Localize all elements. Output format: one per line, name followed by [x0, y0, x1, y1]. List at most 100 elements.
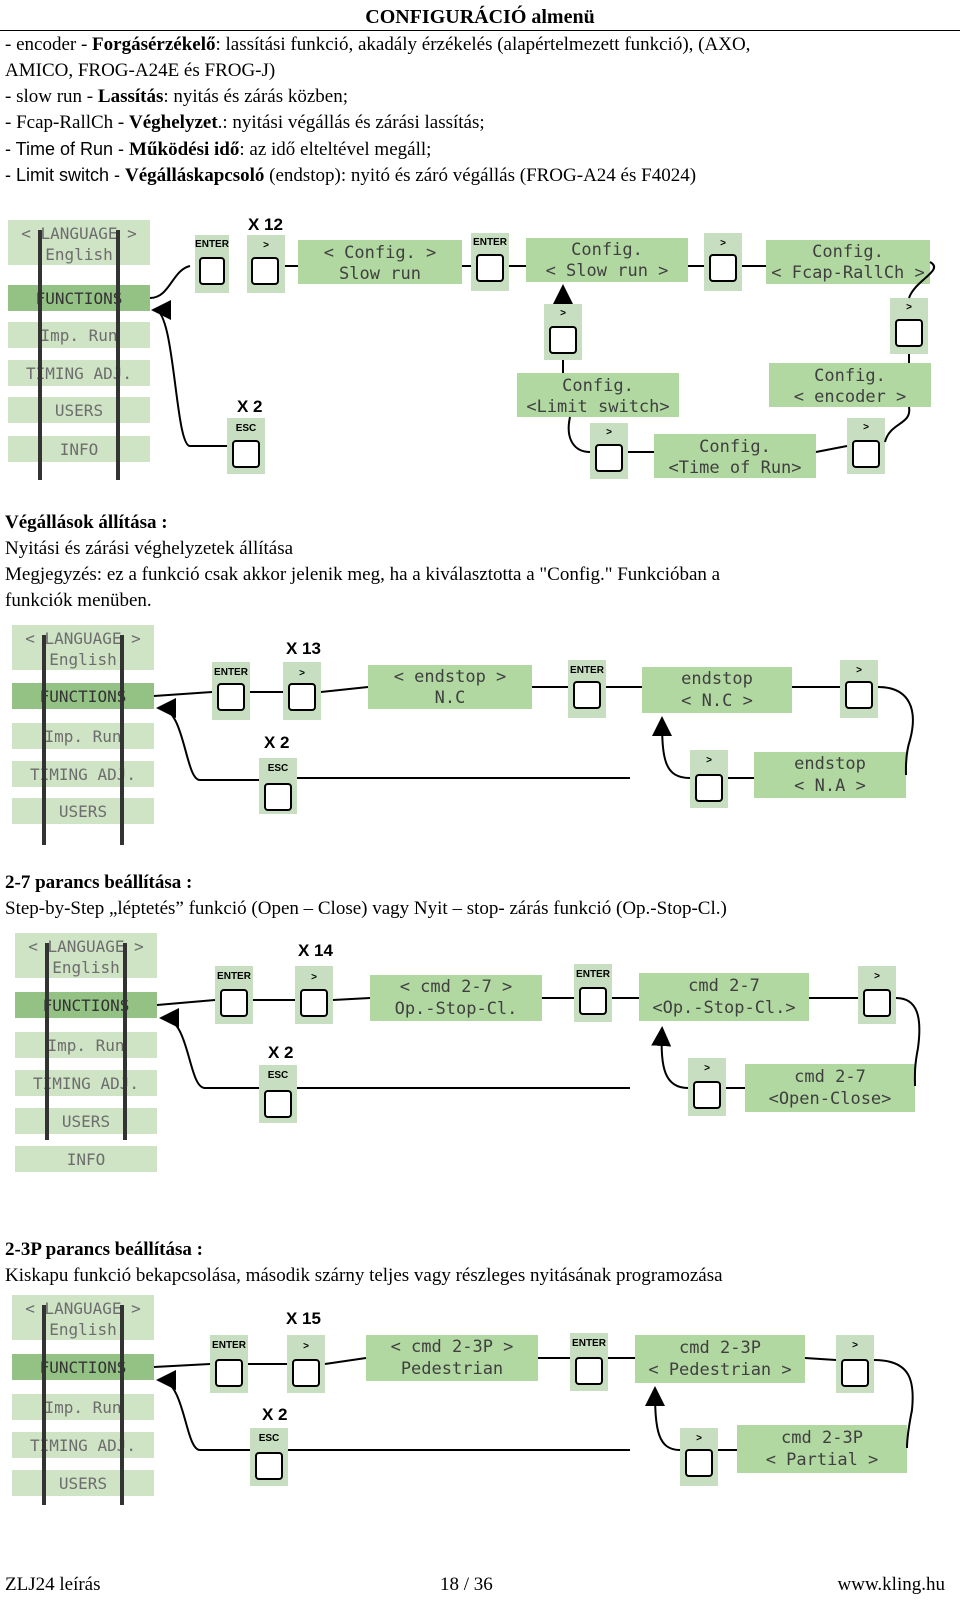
section-endstop-line3: funkciók menüben. [5, 590, 152, 611]
enter-key-2[interactable]: ENTER [574, 964, 612, 1022]
svg-text:< encoder >: < encoder > [794, 387, 907, 407]
svg-text:>: > [704, 1063, 710, 1074]
display-config-slow-run [298, 240, 462, 284]
svg-text:endstop: endstop [681, 669, 753, 689]
menu-timing[interactable]: TIMING ADJ. [26, 364, 132, 383]
menu-imp-run[interactable]: Imp. Run [44, 1398, 121, 1417]
section-cmd23p-title: 2-3P parancs beállítása : [5, 1239, 203, 1260]
next-key-2[interactable]: > [858, 966, 896, 1024]
svg-text:>: > [303, 1341, 309, 1352]
menu-imp-run[interactable]: Imp. Run [44, 727, 121, 746]
next-key-4[interactable]: > [847, 418, 885, 474]
config-menu-diagram: < LANGUAGE > English FUNCTIONS Imp. Run … [8, 215, 936, 480]
next-key-3[interactable]: > [680, 1428, 718, 1486]
svg-text:Config.: Config. [814, 366, 886, 386]
intro-line-encoder: - encoder - Forgásérzékelő: lassítási fu… [5, 34, 751, 55]
esc-key[interactable]: ESC [250, 1428, 288, 1486]
svg-text:cmd 2-3P: cmd 2-3P [679, 1338, 761, 1358]
enter-key[interactable]: ENTER [195, 235, 230, 293]
intro-line-limitswitch: - Limit switch - Végálláskapcsoló (endst… [5, 165, 697, 186]
enter-key[interactable]: ENTER [210, 1335, 248, 1393]
svg-text:Slow run: Slow run [339, 264, 421, 284]
footer-website: www.kling.hu [837, 1574, 946, 1595]
page-title: CONFIGURÁCIÓ almenü [0, 0, 960, 31]
svg-text:< Config. >: < Config. > [324, 243, 437, 263]
menu-users[interactable]: USERS [62, 1112, 110, 1131]
next-key[interactable]: > [287, 1335, 325, 1393]
endstop-diagram: < LANGUAGE > English FUNCTIONS Imp. Run … [12, 625, 914, 845]
menu-english: English [49, 650, 116, 669]
menu-users[interactable]: USERS [59, 802, 107, 821]
svg-text:< N.A >: < N.A > [794, 776, 866, 796]
next-key-2[interactable]: > [836, 1335, 874, 1393]
svg-text:>: > [863, 422, 869, 433]
repeat-count-next: X 12 [248, 215, 283, 234]
svg-text:<Op.-Stop-Cl.>: <Op.-Stop-Cl.> [652, 998, 795, 1018]
svg-text:ESC: ESC [259, 1433, 280, 1444]
next-key[interactable]: > [283, 662, 321, 720]
svg-text:cmd 2-3P: cmd 2-3P [781, 1428, 863, 1448]
intro-line-encoder-models: AMICO, FROG-A24E és FROG-J) [5, 60, 276, 81]
svg-text:cmd 2-7: cmd 2-7 [794, 1067, 866, 1087]
enter-key-2[interactable]: ENTER [471, 233, 509, 291]
menu-imp-run[interactable]: Imp. Run [47, 1036, 124, 1055]
esc-key[interactable]: ESC [259, 1065, 297, 1123]
menu-timing[interactable]: TIMING ADJ. [30, 1436, 136, 1455]
svg-text:ENTER: ENTER [473, 237, 508, 248]
enter-key-2[interactable]: ENTER [570, 1333, 608, 1391]
menu-language: < LANGUAGE > [25, 629, 141, 648]
menu-info[interactable]: INFO [60, 440, 99, 459]
svg-text:< Fcap-RallCh >: < Fcap-RallCh > [771, 263, 925, 283]
menu-users[interactable]: USERS [59, 1474, 107, 1493]
section-endstop-line2: Megjegyzés: ez a funkció csak akkor jele… [5, 564, 721, 585]
next-key-2[interactable]: > [840, 660, 878, 718]
repeat-count-esc: X 2 [268, 1043, 294, 1062]
menu-imp-run[interactable]: Imp. Run [40, 326, 117, 345]
display-time-of-run [654, 434, 816, 478]
next-key-2[interactable]: > [704, 233, 742, 291]
menu-timing[interactable]: TIMING ADJ. [30, 765, 136, 784]
next-key[interactable]: > [247, 235, 285, 293]
enter-key[interactable]: ENTER [212, 662, 250, 720]
next-key-5[interactable]: > [590, 423, 628, 479]
svg-text:cmd 2-7: cmd 2-7 [688, 976, 760, 996]
next-key-3[interactable]: > [688, 1058, 726, 1116]
intro-line-slowrun: - slow run - Lassítás: nyitás és zárás k… [5, 86, 349, 107]
enter-key-2[interactable]: ENTER [568, 660, 606, 718]
section-cmd23p-line1: Kiskapu funkció bekapcsolása, második sz… [5, 1265, 723, 1286]
svg-text:<Open-Close>: <Open-Close> [769, 1089, 892, 1109]
next-key-3[interactable]: > [690, 750, 728, 808]
svg-text:Config.: Config. [571, 240, 643, 260]
svg-text:>: > [852, 1340, 858, 1351]
svg-text:>: > [560, 308, 566, 319]
display-encoder [769, 363, 931, 407]
display-endstop-nc [368, 665, 532, 709]
esc-key[interactable]: ESC [259, 758, 297, 814]
section-cmd27-title: 2-7 parancs beállítása : [5, 872, 193, 893]
menu-functions[interactable]: FUNCTIONS [36, 289, 123, 308]
menu-info[interactable]: INFO [67, 1150, 106, 1169]
menu-functions[interactable]: FUNCTIONS [43, 996, 130, 1015]
next-key-3[interactable]: > [890, 298, 928, 354]
menu-users[interactable]: USERS [55, 401, 103, 420]
next-key[interactable]: > [295, 966, 333, 1024]
svg-text:Op.-Stop-Cl.: Op.-Stop-Cl. [395, 999, 518, 1019]
svg-text:>: > [696, 1433, 702, 1444]
menu-timing[interactable]: TIMING ADJ. [33, 1074, 139, 1093]
svg-text:ENTER: ENTER [570, 665, 605, 676]
svg-text:< endstop >: < endstop > [394, 667, 507, 687]
enter-key[interactable]: ENTER [215, 966, 253, 1024]
menu-functions[interactable]: FUNCTIONS [40, 687, 127, 706]
footer-doc-name: ZLJ24 leírás [5, 1574, 101, 1595]
svg-text:ESC: ESC [236, 423, 257, 434]
intro-line-fcap: - Fcap-RallCh - Véghelyzet.: nyitási vég… [5, 112, 485, 133]
esc-key[interactable]: ESC [227, 418, 265, 474]
menu-functions[interactable]: FUNCTIONS [40, 1358, 127, 1377]
next-key-6[interactable]: > [544, 304, 582, 360]
cmd27-diagram: < LANGUAGE > English FUNCTIONS Imp. Run … [15, 933, 921, 1172]
svg-text:ESC: ESC [268, 1070, 289, 1081]
display-fcap-rallch [766, 240, 930, 284]
display-cmd23p-pedestrian [366, 1335, 538, 1381]
menu-language: < LANGUAGE > [21, 224, 137, 243]
svg-text:>: > [906, 302, 912, 313]
